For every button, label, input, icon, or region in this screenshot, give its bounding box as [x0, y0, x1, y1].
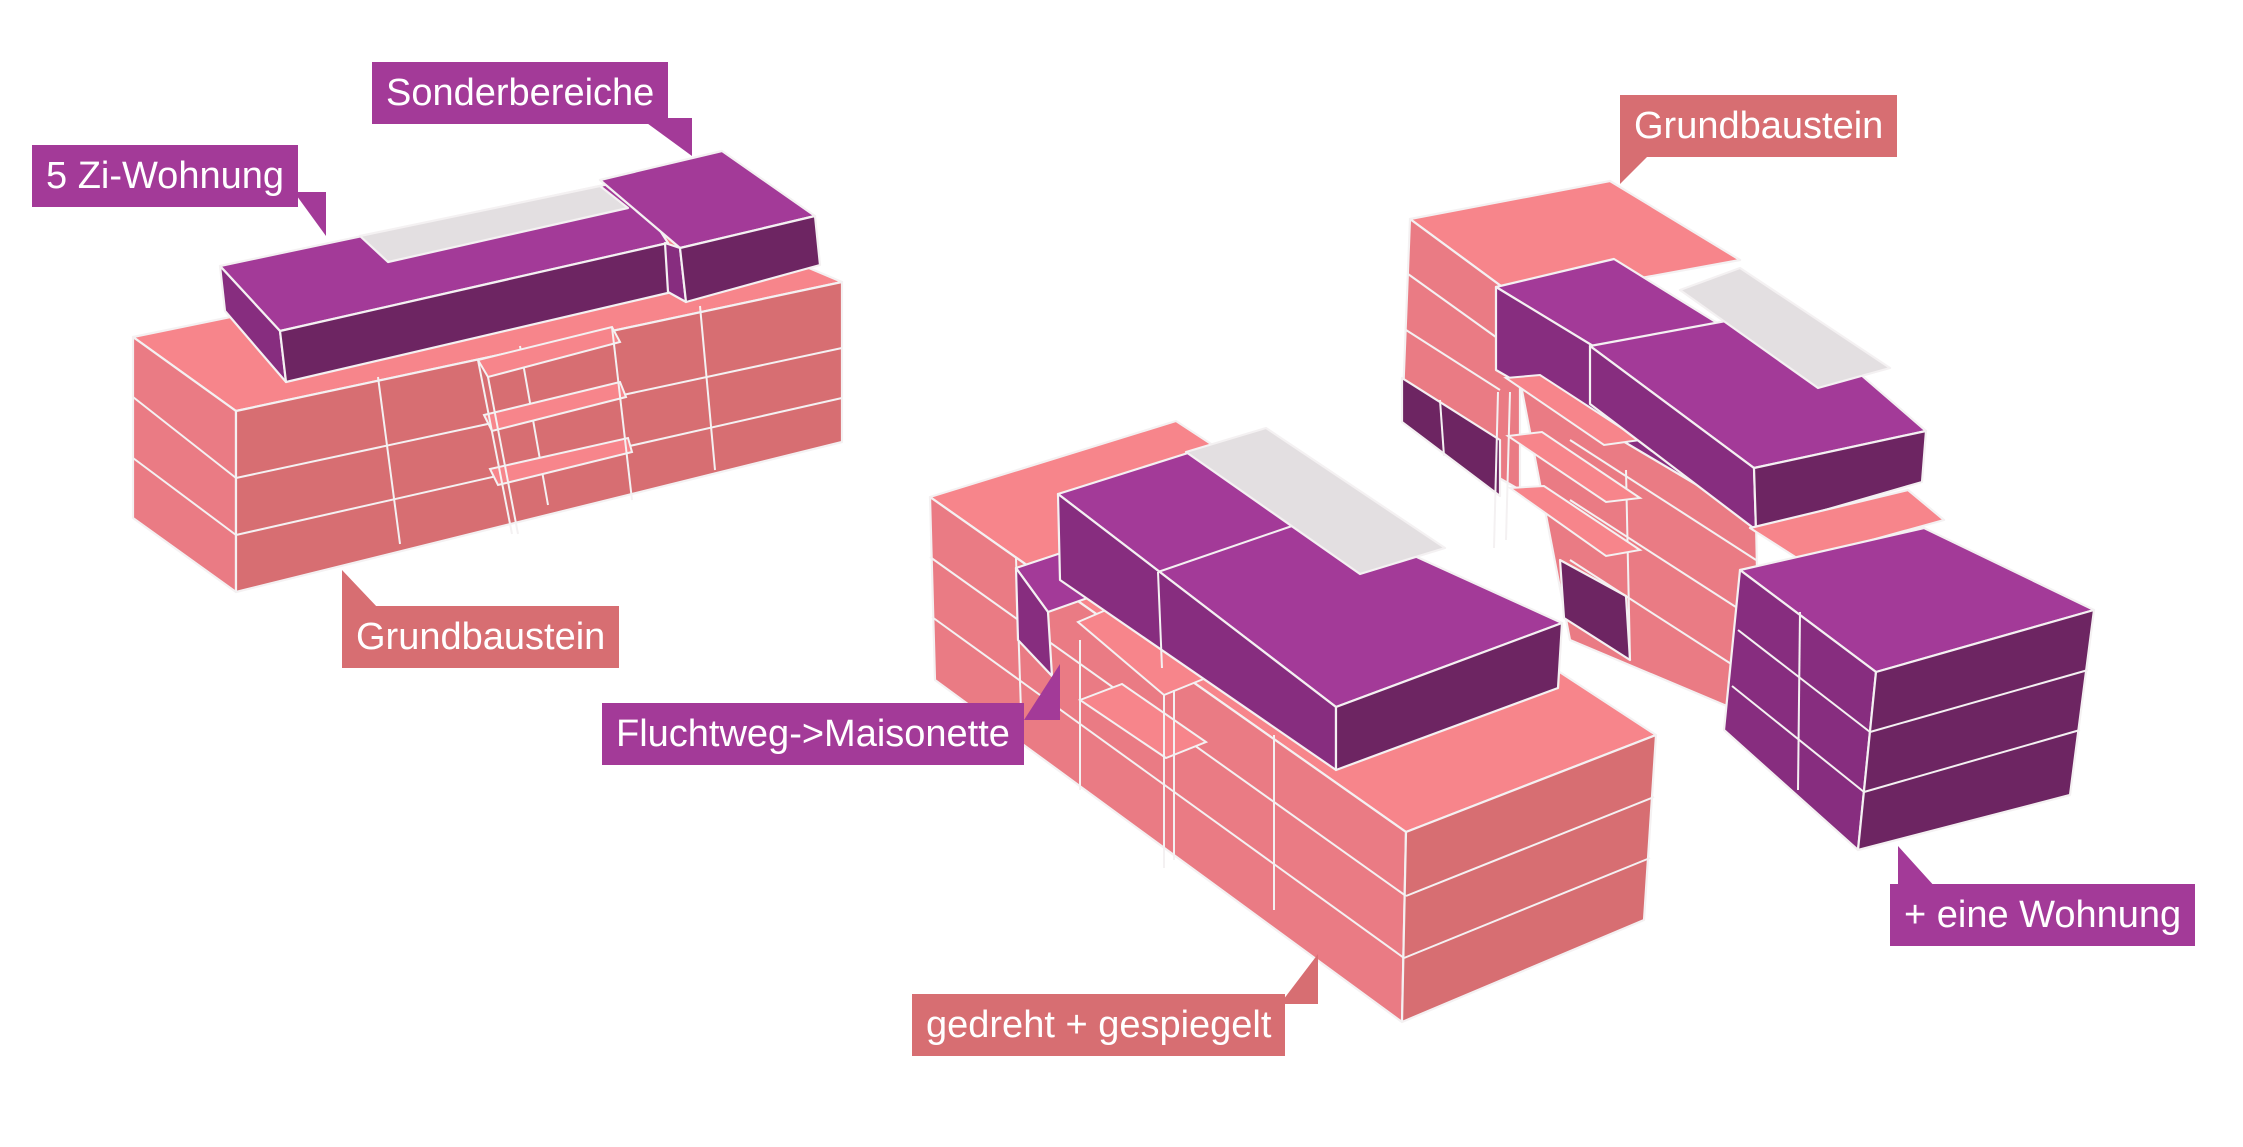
five-room-apartment-block [218, 178, 674, 384]
plus-one-apartment-block [1722, 488, 2096, 852]
label-fluchtweg-maisonette: Fluchtweg->Maisonette [602, 703, 1024, 765]
building-middle [928, 419, 1658, 1024]
callout-pointers [294, 118, 1936, 1004]
label-eine-wohnung: + eine Wohnung [1890, 884, 2196, 946]
grundbaustein-block-right [1400, 179, 1742, 498]
label-5-zi-wohnung: 5 Zi-Wohnung [32, 145, 298, 207]
building-left [131, 149, 844, 594]
maisonette-block [1056, 426, 1564, 772]
label-sonderbereiche: Sonderbereiche [372, 62, 669, 124]
building-right [1400, 179, 2096, 852]
upper-purple-block-right [1588, 266, 1928, 532]
label-grundbaustein-right: Grundbaustein [1620, 95, 1898, 157]
staircase-middle [1076, 602, 1209, 868]
special-areas-block [598, 149, 822, 304]
label-gedreht-gespiegelt: gedreht + gespiegelt [912, 994, 1286, 1056]
label-grundbaustein-left: Grundbaustein [342, 606, 620, 668]
staircase-left [476, 325, 634, 535]
